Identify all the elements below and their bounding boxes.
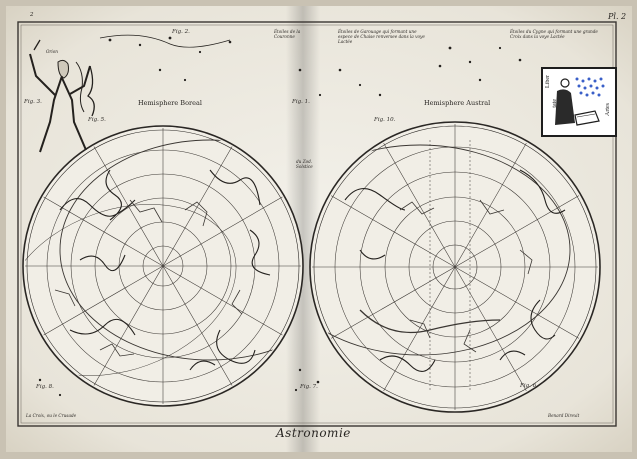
figure-1-label: Fig. 1. <box>292 99 310 105</box>
library-stamp: Liber tate Artes <box>541 67 617 137</box>
top-stars <box>38 36 522 397</box>
plate-border <box>17 21 617 427</box>
stamp-text-mid: tate <box>552 99 558 108</box>
caption-top-center-left: Étoiles de la Couronne <box>274 29 301 39</box>
austral-hemisphere-title: Hemisphere Austral <box>424 99 491 107</box>
footer-left-caption: La Croix, ou le Crusade <box>26 413 77 418</box>
caption-solstice: du Zod. Solstice <box>296 159 313 169</box>
stamp-dots <box>575 77 605 97</box>
caption-top-center-right: Étoiles de Garouage qui formant une espe… <box>338 29 425 44</box>
page-number-left: 2 <box>30 12 34 18</box>
footer-right-caption: Benard Direxit <box>548 413 580 418</box>
figure-5-label: Fig. 5. <box>88 117 106 123</box>
plate-inner-border <box>20 24 614 424</box>
figure-7-label: Fig. 7. <box>300 384 318 390</box>
boreal-hemisphere-title: Hemisphere Boreal <box>138 99 202 107</box>
figure-6-label: Fig. 6. <box>520 383 538 389</box>
boreal-hemisphere-map <box>22 125 304 407</box>
plate-title: Astronomie <box>276 426 351 440</box>
stamp-figure <box>555 78 600 126</box>
austral-hemisphere-map <box>309 121 601 413</box>
constellation-line <box>99 34 231 48</box>
stamp-text-right: Artes <box>605 103 611 116</box>
caption-top-right: Étoiles du Cygne qui formant une grande … <box>510 29 598 39</box>
figure-3-label: Fig. 3. <box>24 99 42 105</box>
figure-2-label: Fig. 2. <box>172 29 190 35</box>
orion-figure <box>29 39 95 153</box>
figure-10-label: Fig. 10. <box>374 117 396 123</box>
caption-orion: Orion <box>46 49 58 54</box>
plate-number: Pl. 2 <box>608 12 627 21</box>
figure-8-label: Fig. 8. <box>36 384 54 390</box>
stamp-text-left: Liber <box>545 75 551 88</box>
